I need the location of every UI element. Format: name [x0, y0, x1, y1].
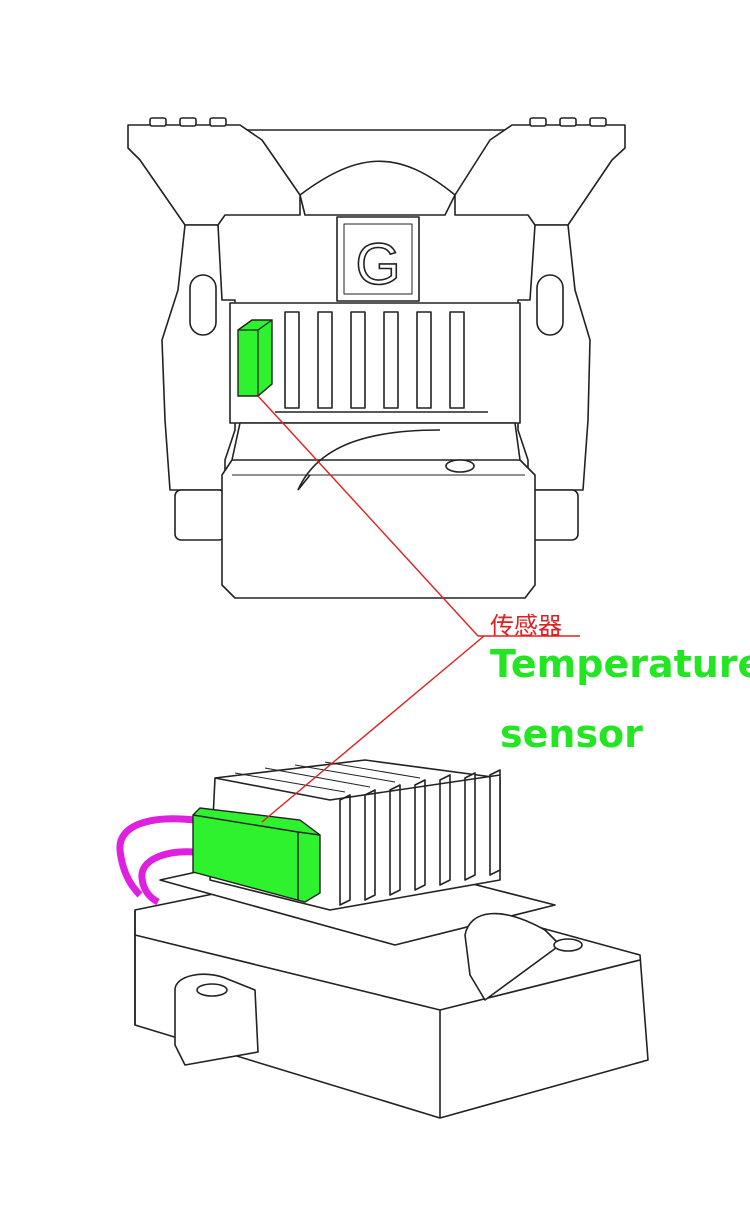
leader-lines: [257, 395, 580, 823]
case-screw-front: [445, 459, 475, 473]
sensor-label-english-line2: sensor: [500, 712, 643, 756]
esc-case-front: [221, 422, 536, 599]
sensor-label-chinese: 传感器: [490, 612, 562, 640]
logo-letter: G: [355, 232, 400, 297]
mounting-hole: [196, 983, 228, 997]
wing-bumps: [149, 117, 607, 127]
logo-plate: [336, 216, 420, 302]
heatsink-fins-front: [275, 311, 488, 413]
temperature-sensor-iso: [192, 807, 321, 903]
sensor-label-english-line1: Temperature: [490, 642, 750, 686]
heatsink-fins-iso: [214, 761, 501, 906]
left-side-column: [161, 224, 236, 491]
shroud-left-wing: [127, 124, 301, 226]
sensor-wire-lower: [138, 848, 196, 906]
heatsink-window: [229, 302, 521, 424]
mounting-tab: [174, 973, 259, 1066]
leader-to-top-sensor: [257, 395, 479, 637]
sensor-wire-upper: [116, 815, 196, 898]
esc-front-view: [127, 117, 626, 599]
right-side-column: [517, 224, 591, 491]
case-screw-iso: [553, 938, 583, 952]
temperature-sensor-front: [237, 319, 273, 397]
leader-to-bottom-sensor: [261, 635, 485, 823]
